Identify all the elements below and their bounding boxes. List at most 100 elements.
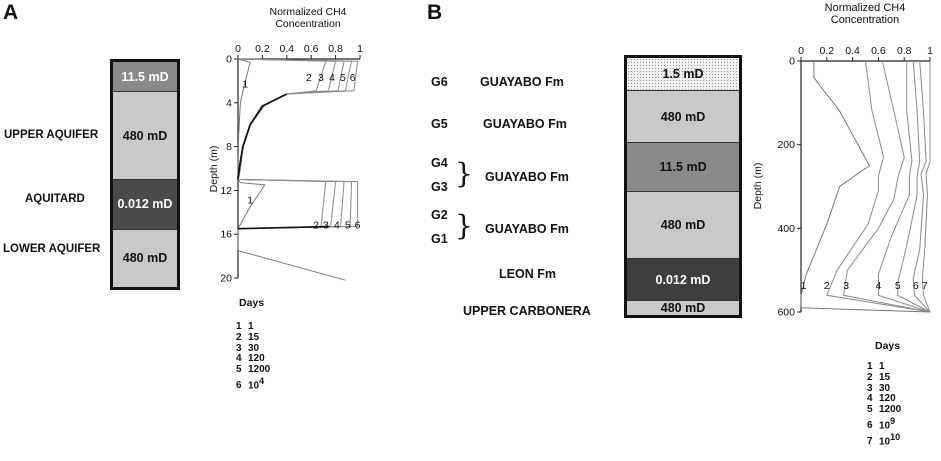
chart-b-curve-label-5: 6 [913,280,919,292]
panel-b-letter: B [427,1,443,24]
legend-b-entry-number: 2 [867,371,873,383]
column-b-layer-1: 1.5 mD [627,58,739,91]
legend-a-entry-days: 1200 [248,364,271,376]
chart-b-series-4 [877,61,931,313]
column-b-layer-4: 480 mD [627,190,739,259]
legend-b-entry-days: 15 [879,371,891,383]
chart-b-curve-label-3: 4 [875,280,881,292]
chart-b-x-tick-label-5: 1 [927,45,933,57]
chart-a-x-tick-label-4: 0.8 [328,43,343,55]
chart-b-series-6 [912,60,931,313]
formation-label-g6: GUAYABO Fm [480,75,564,89]
chart-a-curve-label-10: 5 [345,220,351,232]
chart-a-title-text: Normalized CH4 Concentration [269,6,347,30]
chart-b-x-tick-label-0: 0 [798,45,804,57]
upper-aquifer-label: UPPER AQUIFER [4,129,99,141]
legend-b-entry-days: 1200 [879,404,902,416]
legend-a-entry-exponent: 4 [259,375,265,386]
legend-b-entry-days: 120 [879,393,896,405]
chart-b-series-7 [921,61,931,313]
chart-a-title: Normalized CH4 Concentration [238,6,378,30]
group-label-g43-2: G3 [431,180,448,194]
chart-b-curve-label-0: 1 [801,280,807,292]
chart-a-curve-label-1: 2 [306,72,312,84]
legend-b-entry-4: 4 120 [867,393,901,405]
group-label-g21-2: G1 [431,232,448,246]
group-label-g43-1: G4 [431,156,448,170]
chart-b-curve-label-1: 2 [824,280,830,292]
chart-a-y-tick-label-2: 8 [226,141,232,153]
brace-g43: } [455,157,473,190]
column-b-layer-5: 0.012 mD [627,258,739,301]
chart-b-y-axis-label: Depth (m) [752,163,764,210]
legend-b-entry-days: 1 [879,361,885,372]
chart-a-x-tick-label-1: 0.2 [255,43,270,55]
chart-a-x-tick-label-5: 1 [357,43,363,55]
legend-b-entry-exponent: 10 [890,432,901,443]
lower-aquifer-label: LOWER AQUIFER [3,243,101,255]
chart-a-y-axis-label: Depth (m) [208,146,220,193]
legend-a-entry-number: 5 [236,364,242,376]
chart-b-y-tick-label-3: 600 [777,307,795,319]
group-label-g5: G5 [431,117,448,131]
group-label-g21-1: G2 [431,208,448,222]
column-b-layer-6: 480 mD [627,300,739,315]
legend-b-entry-number: 4 [867,393,873,405]
chart-a-curve-label-8: 3 [323,220,329,232]
chart-a-profile-upper [237,93,288,180]
chart-b-x-tick-label-4: 0.8 [897,45,912,57]
legend-b-entry-exponent: 9 [890,415,896,426]
chart-a-x-tick-label-0: 0 [235,43,241,55]
chart-b-y-tick-label-2: 400 [777,223,795,235]
chart-b-series-5 [897,60,931,313]
legend-a-entry-number: 4 [236,353,242,365]
chart-b-y-tick-label-0: 0 [789,56,795,68]
column-b-layer-3: 11.5 mD [627,142,739,191]
legend-a-entry-days: 120 [248,353,265,365]
chart-a-profile-lower [237,225,330,230]
legend-b-entry-number: 1 [867,361,873,372]
legend-a-entry-days: 15 [248,331,260,343]
legend-a-entry-4: 4 120 [236,353,270,365]
formation-label-g5: GUAYABO Fm [483,117,567,131]
column-a-layer-3: 0.012 mD [113,178,177,229]
chart-a-curve-label-3: 4 [329,72,335,84]
aquitard-label: AQUITARD [25,193,85,205]
legend-a-entry-5: 5 1200 [236,364,271,376]
formation-label-leon: LEON Fm [499,267,556,281]
legend-a-entry-days: 1 [248,321,254,332]
formation-label-uc: UPPER CARBONERA [463,304,591,318]
chart-b-x-tick-label-2: 0.4 [845,45,860,57]
legend-b-entry-number: 7 [867,436,873,448]
column-a-layer-4: 480 mD [113,228,177,287]
chart-a-curve-label-5: 6 [350,72,356,84]
chart-a-y-tick-label-5: 20 [220,273,232,285]
legend-b-entry-days: 30 [879,382,891,394]
chart-a-y-tick-label-1: 4 [226,97,232,109]
legend-b-title: Days [875,340,901,352]
chart-b-curve-label-4: 5 [895,280,901,292]
column-b-layer-2: 480 mD [627,90,739,143]
chart-a-x-tick-label-2: 0.4 [279,43,294,55]
column-a-layer-2: 480 mD [113,91,177,179]
chart-b-title-text: Normalized CH4 Concentration [824,2,906,26]
chart-a-y-tick-label-0: 0 [226,54,232,66]
chart-a-curve-label-6: 1 [247,195,253,207]
chart-b-y-tick-label-1: 200 [777,139,795,151]
panel-a-letter: A [3,1,19,24]
chart-b-curve-label-6: 7 [922,280,928,292]
chart-a-curve-label-7: 2 [313,220,319,232]
chart-a-curve-label-2: 3 [318,72,324,84]
brace-g21: } [455,209,473,242]
